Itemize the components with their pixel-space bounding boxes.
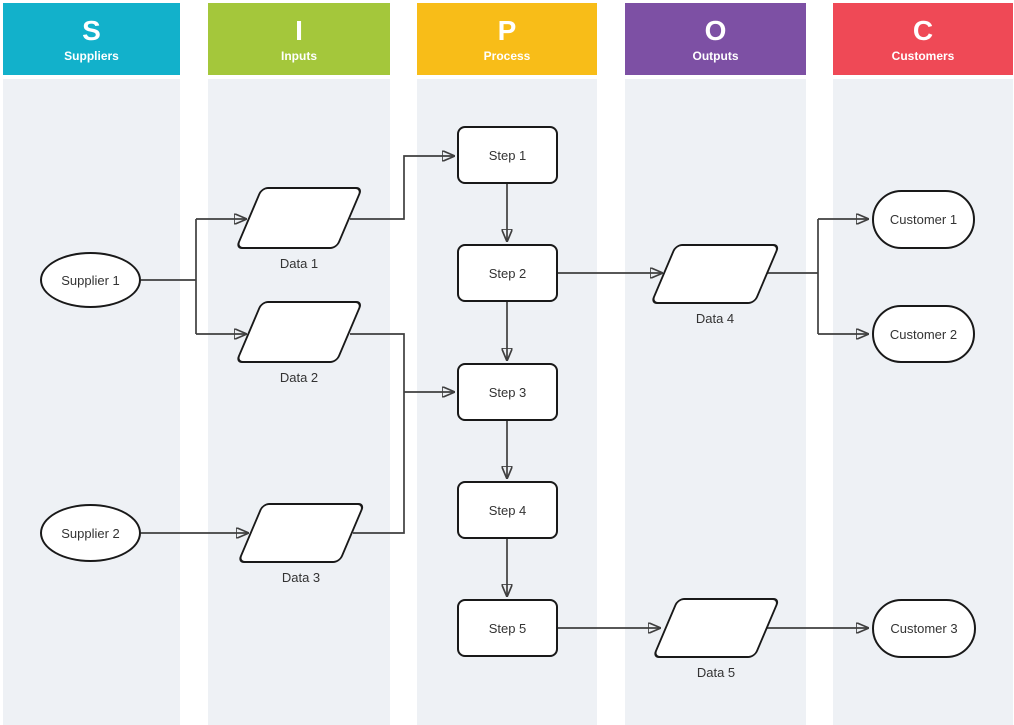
column-letter-suppliers: S	[82, 14, 101, 46]
node-data-2[interactable]	[235, 301, 364, 363]
column-letter-inputs: I	[295, 14, 303, 46]
node-data-1-label: Data 1	[279, 256, 319, 271]
node-data-5-shape[interactable]	[652, 598, 781, 658]
node-step-2-label: Step 2	[488, 265, 527, 281]
node-data-2-shape[interactable]	[235, 301, 364, 363]
node-customer-3[interactable]: Customer 3	[872, 599, 976, 658]
column-letter-process: P	[497, 14, 517, 46]
node-data-2-label: Data 2	[279, 370, 319, 385]
node-step-5-label: Step 5	[488, 620, 527, 636]
column-header-process[interactable]: P Process	[417, 3, 597, 75]
node-data-3[interactable]	[237, 503, 366, 563]
column-header-customers[interactable]: C Customers	[833, 3, 1013, 75]
node-data-4[interactable]	[650, 244, 781, 304]
node-step-1[interactable]: Step 1	[457, 126, 558, 184]
node-step-4-label: Step 4	[488, 502, 527, 518]
node-supplier-2-label: Supplier 2	[61, 525, 120, 541]
column-letter-outputs: O	[704, 14, 727, 46]
column-band-inputs	[208, 79, 390, 725]
node-step-3[interactable]: Step 3	[457, 363, 558, 421]
node-data-1[interactable]	[235, 187, 364, 249]
column-header-outputs[interactable]: O Outputs	[625, 3, 806, 75]
column-letter-customers: C	[912, 14, 934, 46]
column-title-inputs: Inputs	[281, 48, 317, 63]
column-band-suppliers	[3, 79, 180, 725]
column-title-process: Process	[483, 48, 531, 63]
node-customer-2-label: Customer 2	[889, 326, 958, 342]
node-step-4[interactable]: Step 4	[457, 481, 558, 539]
node-step-5[interactable]: Step 5	[457, 599, 558, 657]
column-title-customers: Customers	[891, 48, 955, 63]
node-data-4-label: Data 4	[695, 311, 735, 326]
node-supplier-1[interactable]: Supplier 1	[40, 252, 141, 308]
node-step-2[interactable]: Step 2	[457, 244, 558, 302]
column-header-suppliers[interactable]: S Suppliers	[3, 3, 180, 75]
node-data-5[interactable]	[652, 598, 781, 658]
node-data-1-shape[interactable]	[235, 187, 364, 249]
node-step-3-label: Step 3	[488, 384, 527, 400]
node-supplier-1-label: Supplier 1	[61, 272, 120, 288]
node-data-3-shape[interactable]	[237, 503, 366, 563]
node-step-1-label: Step 1	[488, 147, 527, 163]
node-data-5-label: Data 5	[696, 665, 736, 680]
node-customer-1-label: Customer 1	[889, 212, 958, 227]
column-header-inputs[interactable]: I Inputs	[208, 3, 390, 75]
column-title-outputs: Outputs	[692, 48, 739, 63]
column-title-suppliers: Suppliers	[64, 48, 119, 63]
node-data-4-shape[interactable]	[650, 244, 781, 304]
node-data-3-label: Data 3	[281, 570, 321, 585]
node-customer-3-label: Customer 3	[890, 621, 958, 636]
node-supplier-2[interactable]: Supplier 2	[40, 504, 141, 562]
node-customer-1[interactable]: Customer 1	[872, 190, 975, 249]
node-customer-2[interactable]: Customer 2	[872, 305, 975, 363]
